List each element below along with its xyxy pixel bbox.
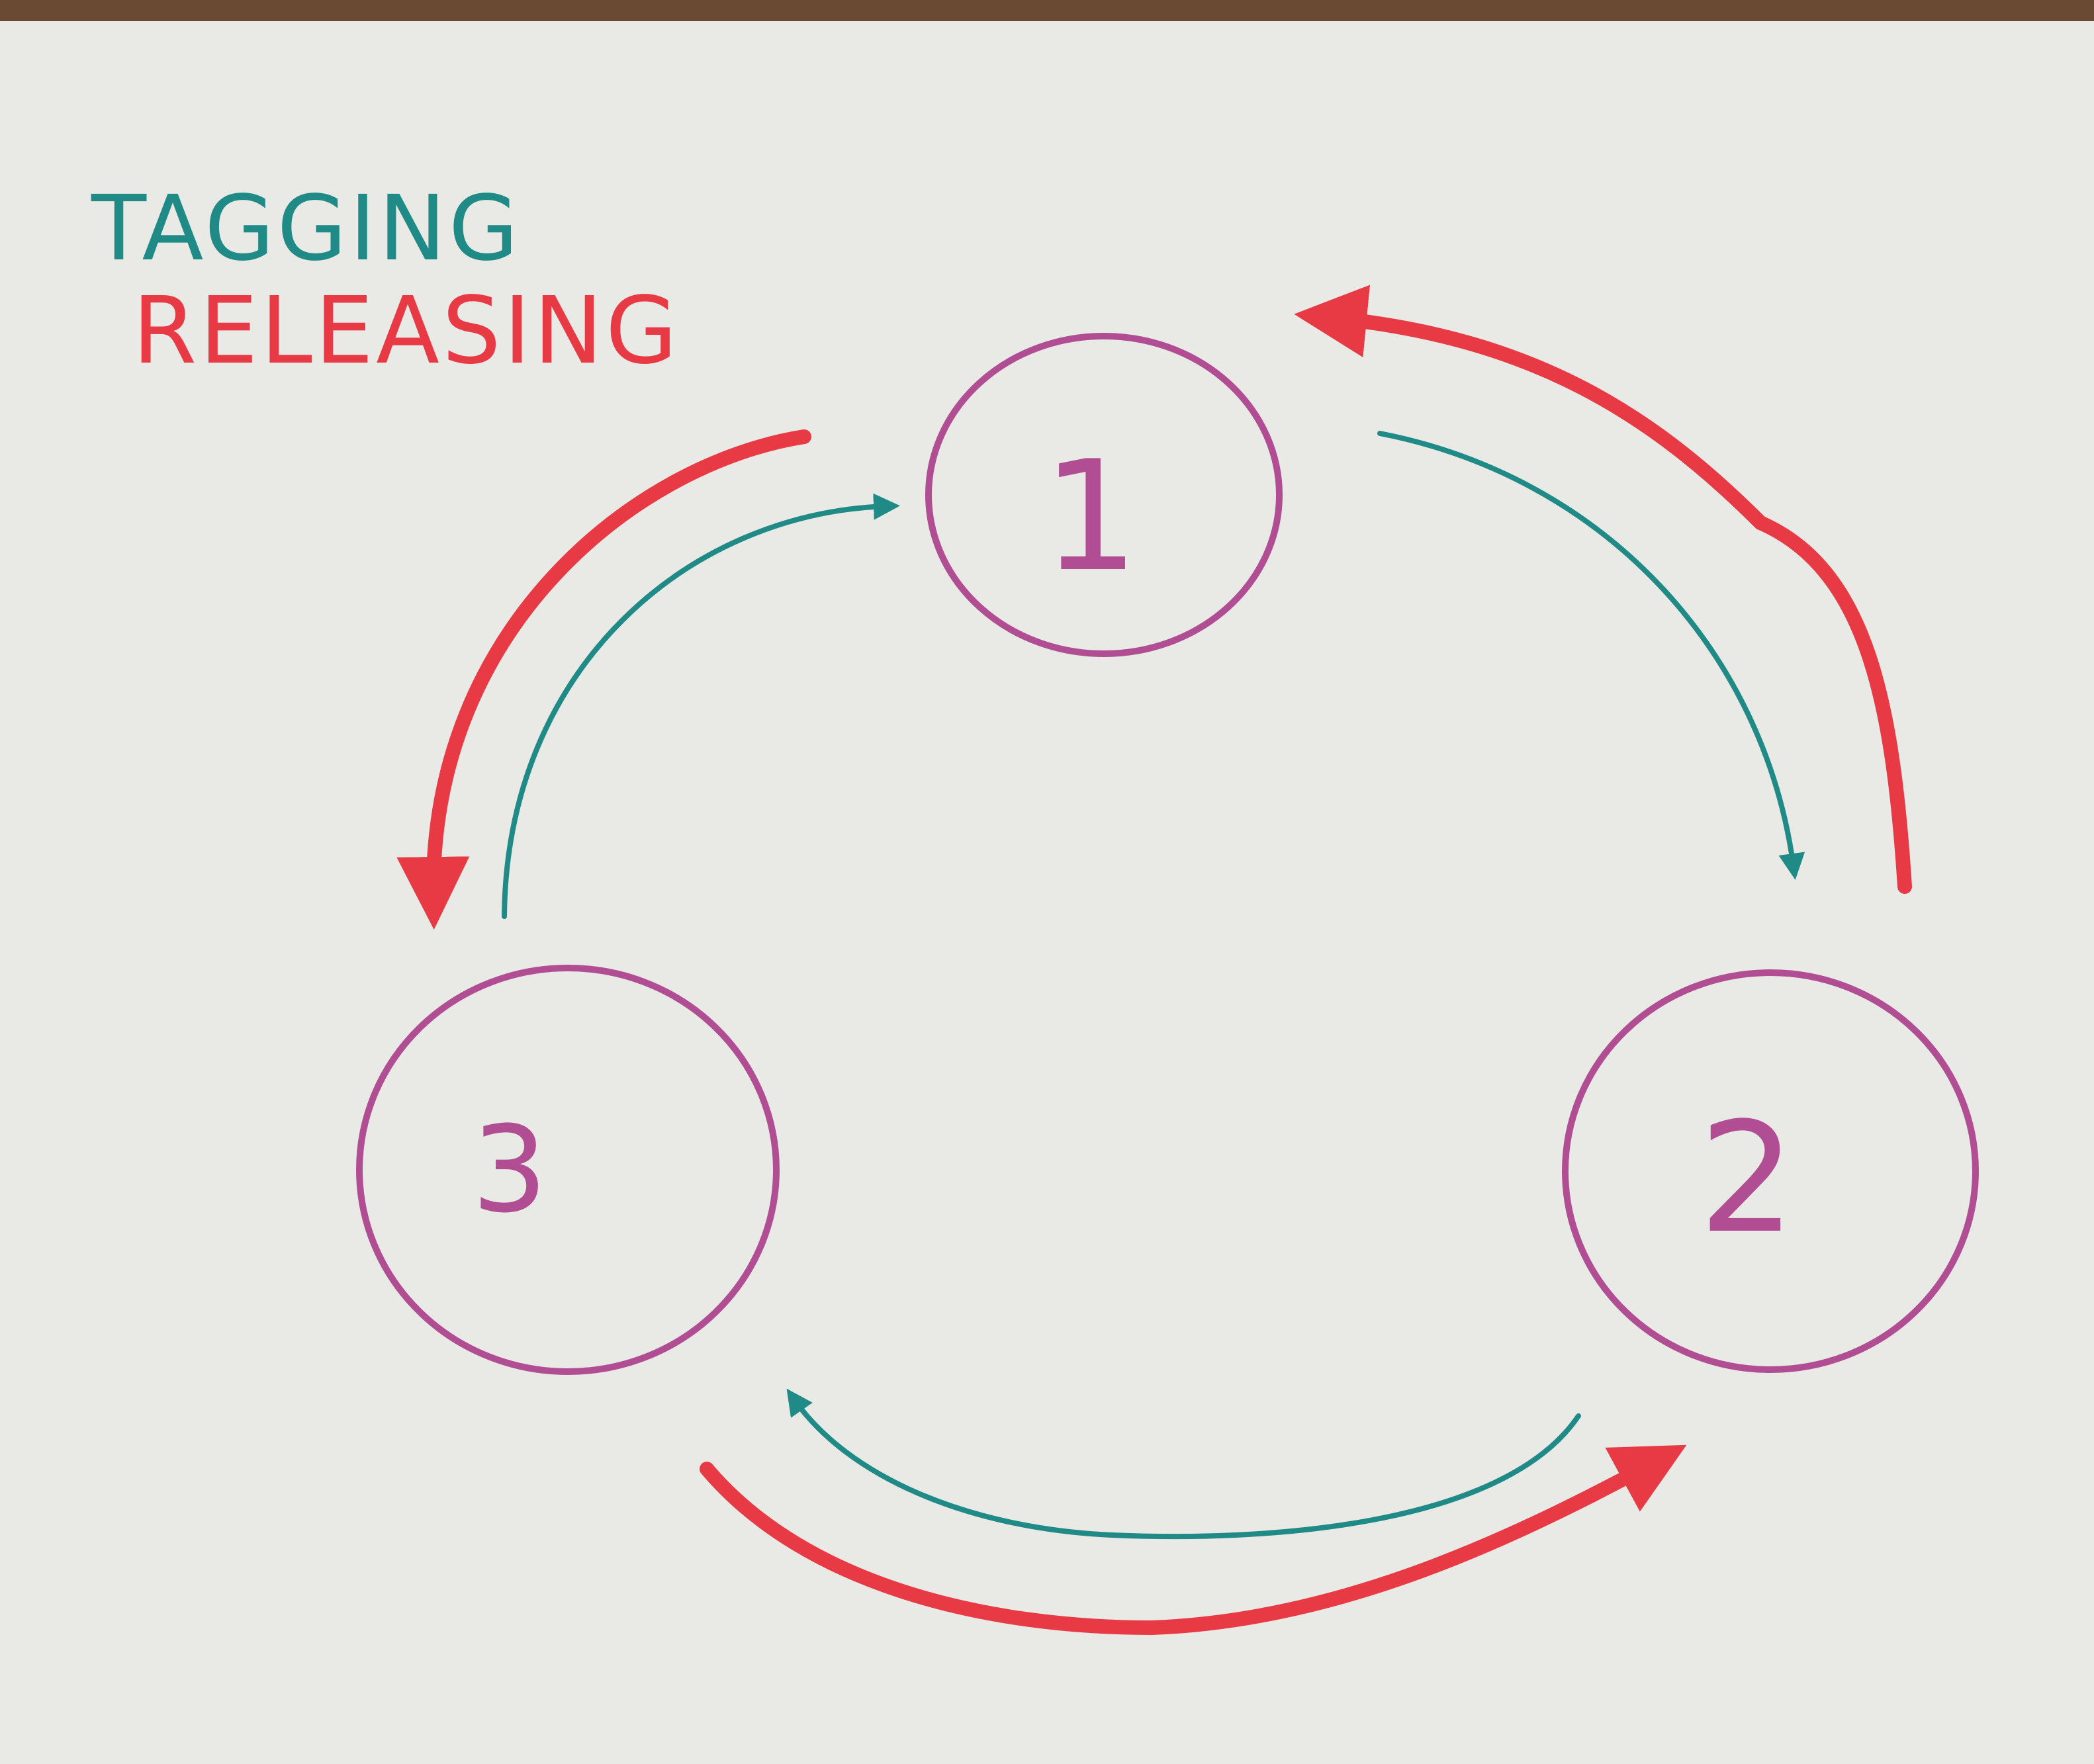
edge-tagging-1-to-2 — [1377, 431, 1805, 880]
node-1: 1 — [925, 333, 1283, 657]
node-3: 3 — [356, 965, 780, 1375]
legend-tagging: TAGGING — [91, 177, 521, 281]
node-1-circle — [925, 333, 1283, 657]
edge-releasing-1-to-3 — [396, 429, 811, 930]
node-2: 2 — [1562, 969, 1979, 1373]
node-1-label: 1 — [1042, 429, 1139, 605]
paper-sheet — [0, 21, 2094, 1764]
node-2-label: 2 — [1699, 1090, 1796, 1267]
legend-releasing: RELEASING — [132, 277, 680, 385]
node-2-circle — [1562, 969, 1979, 1373]
edge-tagging-2-to-3 — [786, 1388, 1581, 1540]
node-3-circle — [356, 965, 780, 1375]
node-3-label: 3 — [472, 1101, 548, 1239]
edge-releasing-3-to-2 — [700, 1444, 1687, 1636]
edge-releasing-2-to-1 — [1294, 285, 1912, 894]
edge-tagging-3-to-1 — [502, 493, 900, 919]
